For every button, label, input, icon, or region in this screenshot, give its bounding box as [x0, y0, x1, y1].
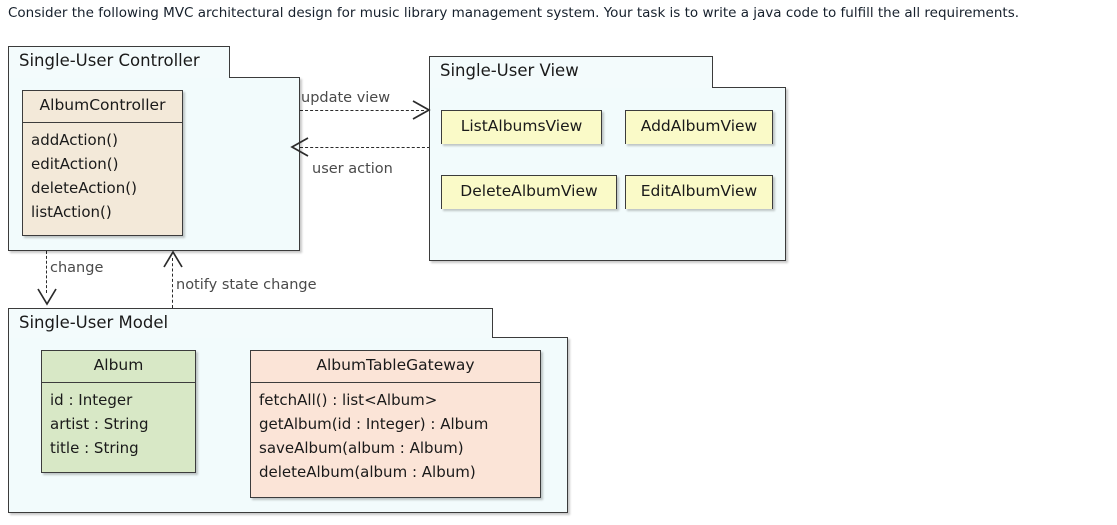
connector-change-label: change — [50, 260, 104, 276]
package-view-title: Single-User View — [429, 56, 713, 88]
package-single-user-controller: Single-User Controller AlbumController a… — [8, 46, 300, 251]
class-edit-album-view-name: EditAlbumView — [626, 176, 772, 209]
member-get-album: getAlbum(id : Integer) : Album — [259, 414, 489, 433]
member-add-action: addAction() — [31, 130, 118, 149]
class-album-table-gateway-members: fetchAll() : list<Album> getAlbum(id : I… — [251, 383, 540, 491]
class-album-controller-members: addAction() editAction() deleteAction() … — [23, 123, 182, 231]
member-edit-action: editAction() — [31, 154, 119, 173]
class-divider — [42, 381, 195, 383]
class-list-albums-view-name: ListAlbumsView — [442, 111, 601, 144]
connector-change-line — [46, 251, 47, 293]
connector-user-action-label: user action — [312, 161, 393, 177]
connector-change-arrowhead — [37, 288, 57, 306]
package-model-title: Single-User Model — [8, 308, 493, 338]
connector-update-view-arrowhead — [412, 100, 431, 120]
class-album-members: id : Integer artist : String title : Str… — [42, 383, 195, 467]
member-artist: artist : String — [50, 414, 149, 433]
connector-notify-state-change-arrowhead — [163, 250, 183, 268]
member-delete-action: deleteAction() — [31, 178, 137, 197]
class-list-albums-view[interactable]: ListAlbumsView — [441, 110, 602, 144]
member-id: id : Integer — [50, 390, 133, 409]
connector-notify-state-change-line — [172, 258, 173, 308]
package-single-user-view: Single-User View ListAlbumsView AddAlbum… — [429, 56, 786, 261]
class-delete-album-view-name: DeleteAlbumView — [442, 176, 616, 209]
member-title: title : String — [50, 438, 139, 457]
class-album-name: Album — [42, 351, 195, 382]
class-add-album-view-name: AddAlbumView — [626, 111, 772, 144]
member-delete-album: deleteAlbum(album : Album) — [259, 462, 476, 481]
class-album[interactable]: Album id : Integer artist : String title… — [41, 350, 196, 473]
connector-notify-state-change-label: notify state change — [176, 277, 317, 293]
connector-update-view-line — [300, 110, 424, 111]
class-divider — [251, 381, 540, 383]
class-album-controller-name: AlbumController — [23, 91, 182, 122]
prompt-text: Consider the following MVC architectural… — [8, 5, 1020, 21]
connector-user-action-arrowhead — [290, 137, 309, 157]
member-save-album: saveAlbum(album : Album) — [259, 438, 464, 457]
member-list-action: listAction() — [31, 202, 112, 221]
connector-update-view-label: update view — [301, 90, 391, 106]
class-album-controller[interactable]: AlbumController addAction() editAction()… — [22, 90, 183, 236]
class-delete-album-view[interactable]: DeleteAlbumView — [441, 175, 617, 209]
class-edit-album-view[interactable]: EditAlbumView — [625, 175, 773, 209]
package-controller-title: Single-User Controller — [8, 46, 230, 78]
member-fetch-all: fetchAll() : list<Album> — [259, 390, 438, 409]
class-album-table-gateway-name: AlbumTableGateway — [251, 351, 540, 382]
class-divider — [23, 121, 182, 123]
class-add-album-view[interactable]: AddAlbumView — [625, 110, 773, 144]
class-album-table-gateway[interactable]: AlbumTableGateway fetchAll() : list<Albu… — [250, 350, 541, 498]
connector-user-action-line — [300, 147, 430, 148]
package-single-user-model: Single-User Model Album id : Integer art… — [8, 308, 568, 513]
